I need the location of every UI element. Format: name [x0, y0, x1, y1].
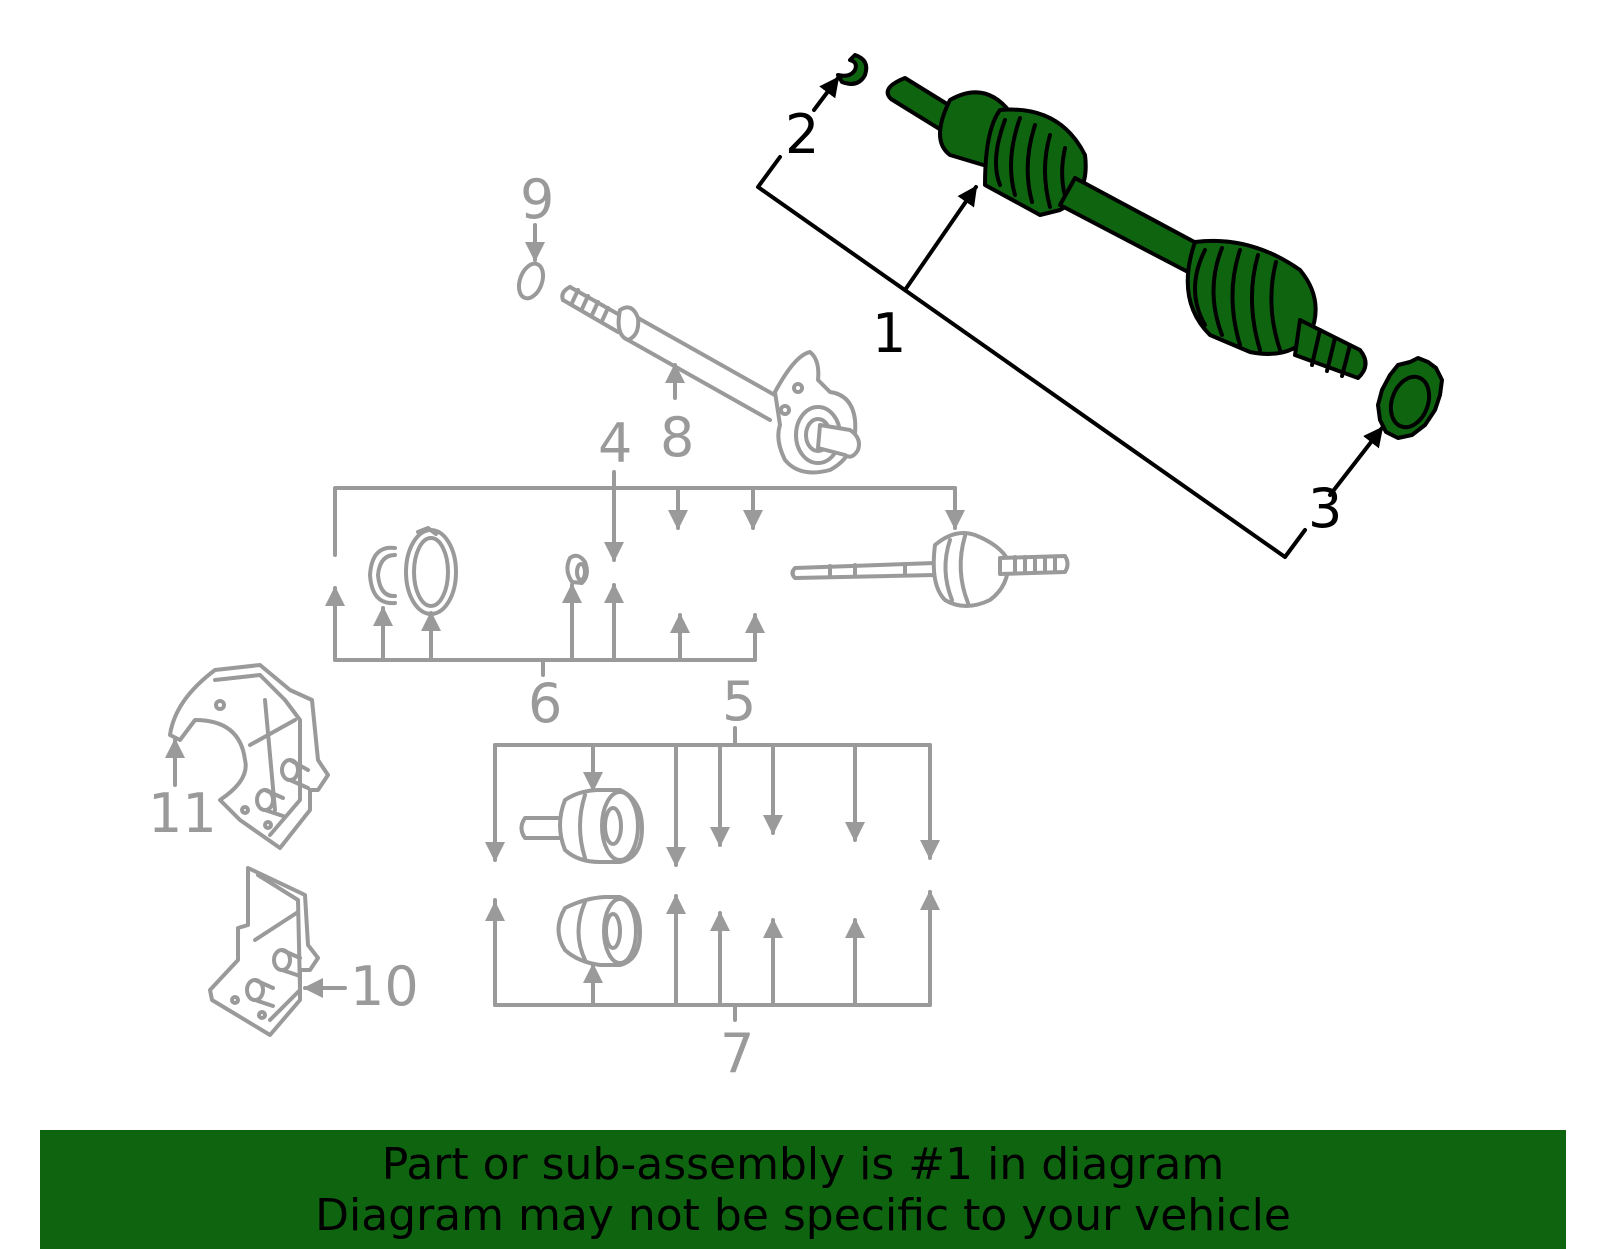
joint-housing-part[interactable]: [556, 895, 642, 967]
callout-3[interactable]: 3: [1308, 477, 1342, 540]
callout-10[interactable]: 10: [350, 955, 419, 1018]
o-ring-part[interactable]: [515, 223, 548, 302]
callout-8[interactable]: 8: [660, 406, 694, 469]
small-bushing-part[interactable]: [565, 553, 589, 585]
circlip-part[interactable]: [836, 53, 869, 86]
tone-ring-part[interactable]: [1376, 356, 1444, 440]
info-banner: Part or sub-assembly is #1 in diagram Di…: [40, 1130, 1566, 1249]
callout-6[interactable]: 6: [528, 672, 562, 735]
callout-2[interactable]: 2: [785, 103, 819, 166]
inner-cv-joint-part[interactable]: [790, 531, 1070, 608]
callout-1[interactable]: 1: [872, 302, 906, 365]
callout-11[interactable]: 11: [148, 782, 217, 845]
callout-4[interactable]: 4: [598, 412, 632, 475]
snap-ring-part[interactable]: [368, 545, 397, 606]
intermediate-shaft-part[interactable]: [560, 285, 861, 475]
callout-5[interactable]: 5: [722, 670, 756, 733]
bracket-1-2-3: [756, 76, 1384, 559]
bracket-4-6: [325, 470, 965, 677]
bracket-5-7: [485, 726, 940, 1022]
callout-7[interactable]: 7: [720, 1022, 754, 1085]
lower-bracket-part[interactable]: [208, 866, 347, 1037]
cv-axle-assembly[interactable]: [885, 76, 1368, 380]
boot-clamp-part[interactable]: [404, 526, 458, 616]
outer-cv-joint-part[interactable]: [519, 788, 644, 864]
banner-line-1: Part or sub-assembly is #1 in diagram: [381, 1138, 1225, 1190]
banner-line-2: Diagram may not be specific to your vehi…: [315, 1189, 1291, 1241]
mount-bracket-part[interactable]: [165, 663, 330, 850]
callout-9[interactable]: 9: [520, 168, 554, 231]
